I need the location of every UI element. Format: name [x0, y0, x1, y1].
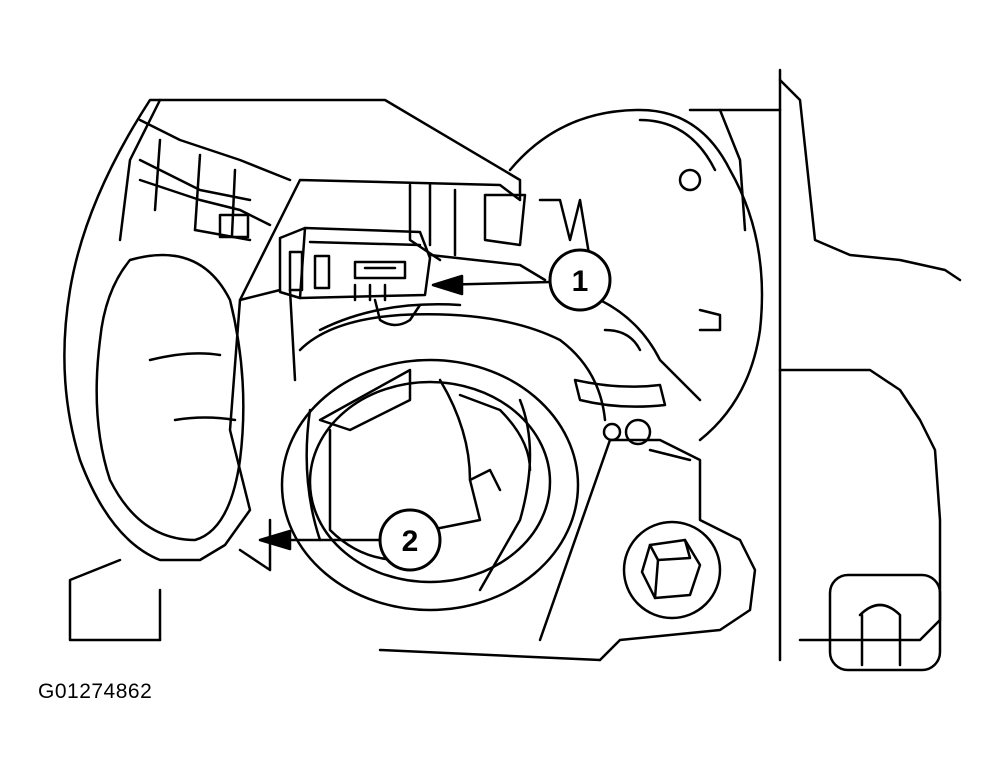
lock-housing — [508, 108, 764, 442]
retaining-clip — [573, 378, 667, 446]
callout-1-label: 1 — [572, 265, 589, 298]
column-housing — [718, 68, 962, 672]
callout-2-label: 2 — [402, 525, 419, 558]
mounting-bracket — [378, 438, 757, 662]
electrical-connector — [278, 226, 432, 382]
figure-id-label: G01274862 — [38, 680, 153, 703]
bracket-bolt — [622, 520, 722, 620]
lock-cylinder-ring — [280, 303, 607, 612]
callout-1: 1 — [431, 248, 612, 312]
callout-2: 2 — [258, 508, 442, 572]
steering-column-shroud — [63, 98, 522, 642]
connector-bay — [408, 183, 592, 282]
